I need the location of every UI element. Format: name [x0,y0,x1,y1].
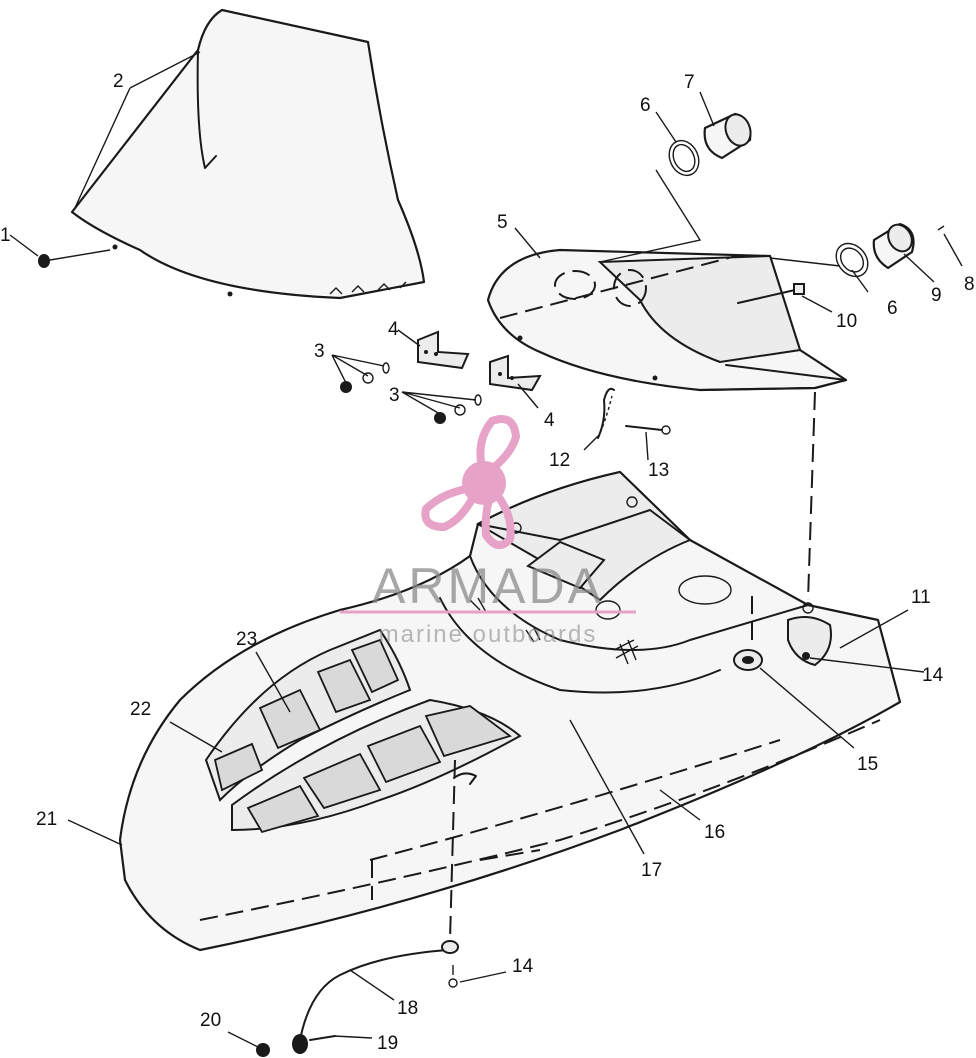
callout-13: 13 [648,460,669,481]
watermark-tagline: marine outboards [379,621,598,648]
fastener-set-upper [340,362,390,393]
bracket-upper [417,330,470,370]
callout-6: 6 [640,95,651,116]
callout-12: 12 [549,450,570,471]
callout-23: 23 [236,629,257,650]
armada-watermark: ARMADA marine outboards [340,415,636,648]
air-intake-vents [204,628,522,834]
alignment-line [807,391,816,601]
callout-6: 6 [887,298,898,319]
gauge-upper [668,112,752,177]
callout-3: 3 [314,341,325,362]
gauge-lower [835,222,945,278]
cable-12 [597,387,615,439]
callout-4: 4 [388,319,399,340]
windshield [70,8,426,300]
callout-22: 22 [130,699,151,720]
callout-8: 8 [964,274,975,295]
callout-2: 2 [113,71,124,92]
lanyard-cable [256,759,459,1057]
callout-5: 5 [497,212,508,233]
callout-14: 14 [512,956,534,977]
callout-21: 21 [36,809,57,830]
callout-18: 18 [397,998,418,1019]
callout-3: 3 [389,385,400,406]
callout-7: 7 [684,72,695,93]
callout-17: 17 [641,860,662,881]
callout-20: 20 [200,1010,221,1031]
callout-9: 9 [931,285,942,306]
propeller-icon [421,415,521,549]
windshield-screw [38,249,111,268]
bolt-13 [625,425,671,435]
callout-11: 11 [911,587,931,608]
callout-labels: 1 2 3 3 4 4 5 6 6 7 8 9 10 11 12 13 14 1… [0,71,975,1054]
callout-1: 1 [0,225,11,246]
leader-lines [9,51,963,1049]
callout-15: 15 [857,754,878,775]
watermark-brand: ARMADA [372,558,604,614]
callout-14: 14 [922,665,944,686]
fastener-set-lower [434,394,482,424]
bolt-10 [737,283,805,304]
hood-assembly [118,470,902,952]
callout-16: 16 [704,822,725,843]
callout-10: 10 [836,311,857,332]
callout-4: 4 [544,410,555,431]
bracket-lower [489,354,542,392]
callout-19: 19 [377,1033,398,1054]
dash-housing [486,248,848,392]
